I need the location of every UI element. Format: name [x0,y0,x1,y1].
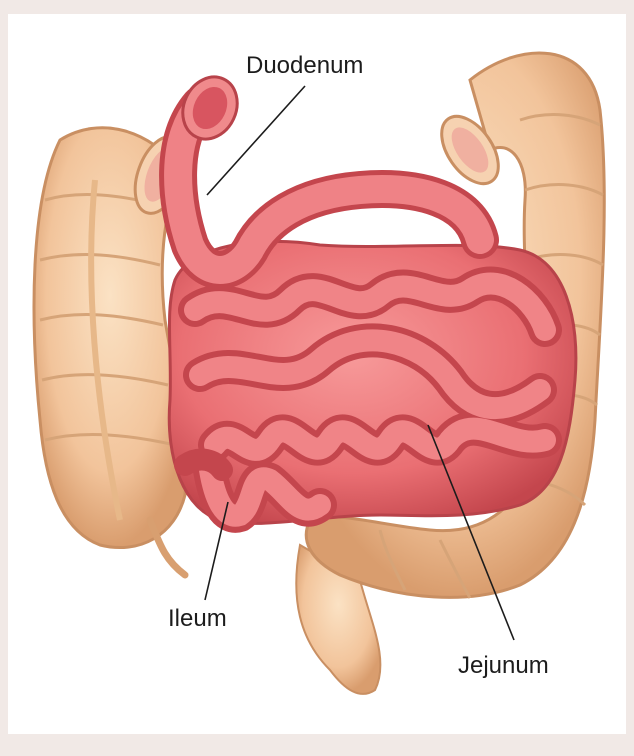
ileocecal-junction [185,460,222,470]
ileum-label: Ileum [168,605,227,633]
duodenum-label: Duodenum [246,52,363,80]
jejunum-label: Jejunum [458,652,549,680]
